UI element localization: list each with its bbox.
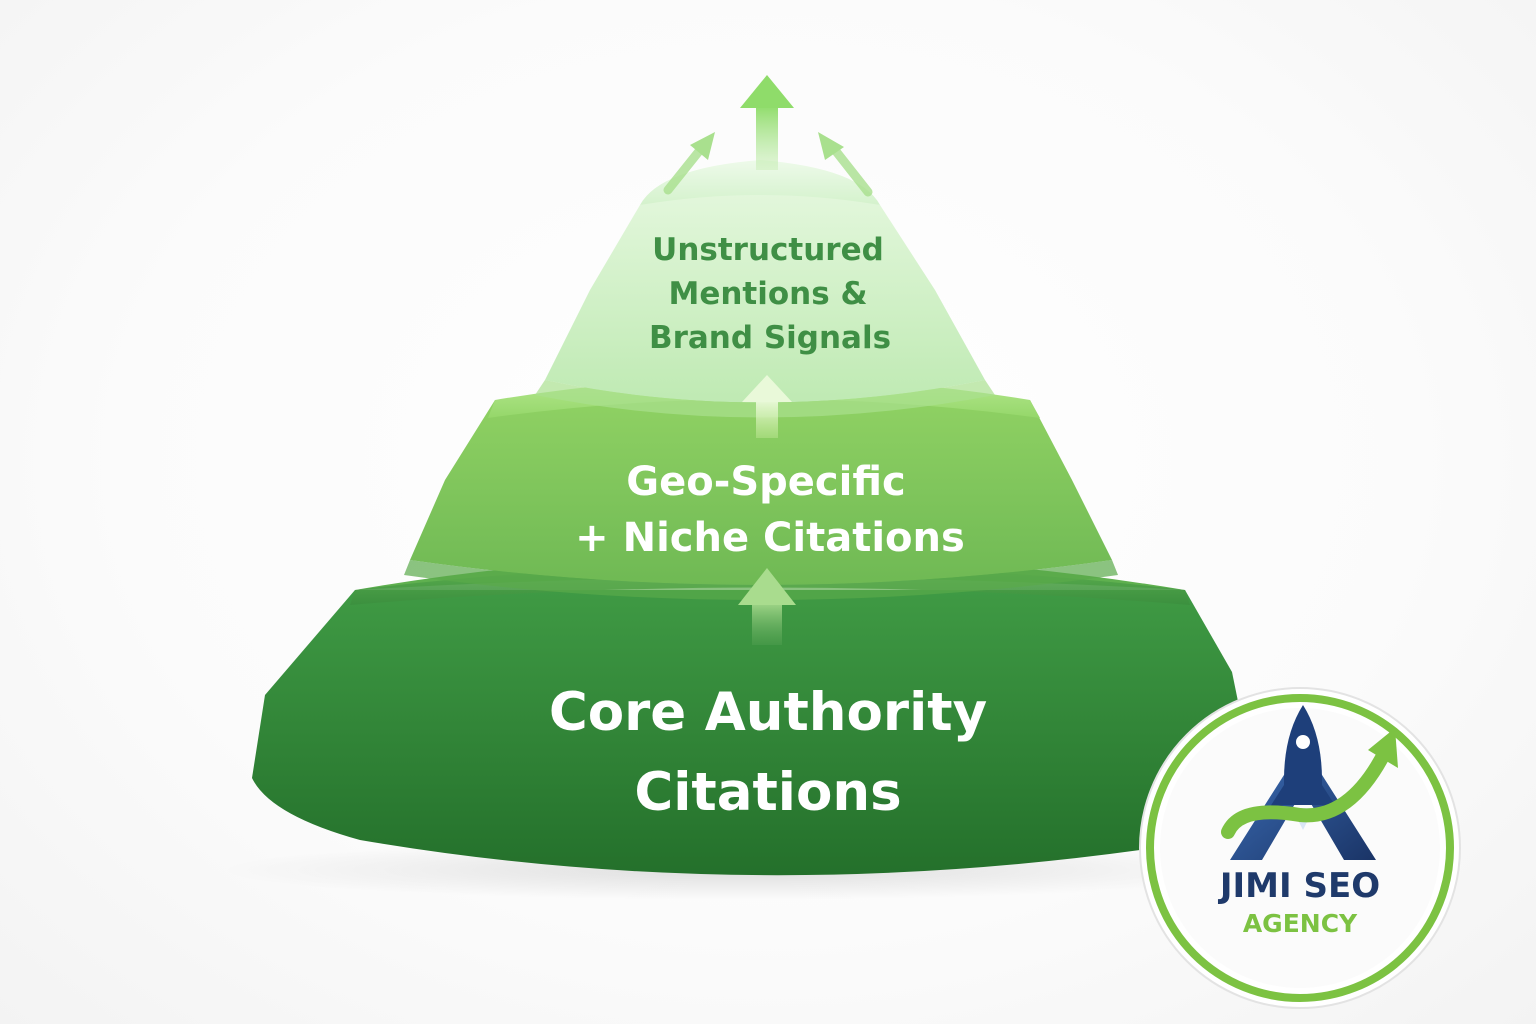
logo-name: JIMI SEO (1218, 866, 1380, 906)
up-arrow-left-icon (663, 132, 715, 195)
tier-middle-label-line-2: + Niche Citations (575, 515, 965, 561)
tier-middle-label-line-1: Geo-Specific (626, 459, 905, 505)
letter-a-mark-icon (1230, 745, 1376, 860)
up-arrow-main-icon (740, 75, 794, 170)
tier-bottom-label-line-1: Core Authority (549, 682, 987, 743)
tier-top (535, 160, 995, 418)
jimi-seo-logo: JIMI SEO AGENCY (1139, 687, 1461, 1009)
tier-top-label-line-2: Mentions & (668, 276, 867, 312)
tier-top-label-line-3: Brand Signals (649, 320, 891, 356)
logo-tagline: AGENCY (1243, 909, 1358, 938)
tier-bottom-label-line-2: Citations (634, 762, 901, 823)
up-arrow-mid-icon (742, 375, 792, 438)
tier-top-label-line-1: Unstructured (652, 232, 884, 268)
up-arrow-low-icon (738, 568, 796, 645)
growth-swoosh-icon (1221, 728, 1398, 839)
up-arrow-right-icon (818, 132, 873, 197)
